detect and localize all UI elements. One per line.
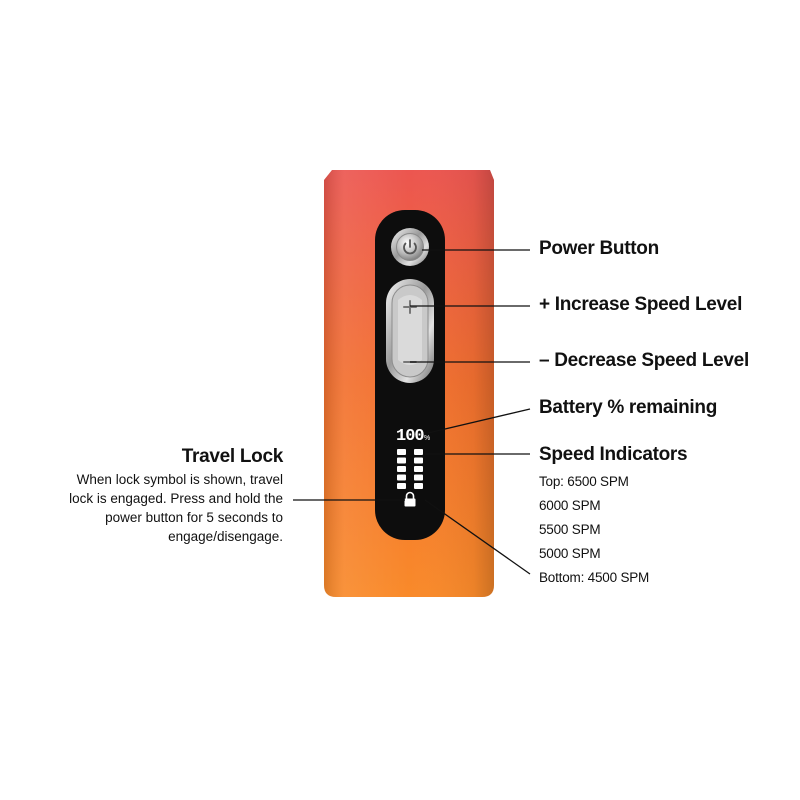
speed-level-label: 6000 SPM	[539, 498, 601, 513]
speed-level-bar	[397, 483, 406, 489]
battery-readout: 100	[396, 427, 424, 446]
battery-unit: %	[424, 435, 430, 442]
speed-level-label: 5000 SPM	[539, 546, 601, 561]
speed-rocker[interactable]	[386, 279, 434, 383]
callout-speed-indicators-title: Speed Indicators	[539, 444, 688, 465]
leader-lines	[293, 249, 531, 575]
power-button[interactable]	[391, 228, 429, 266]
speed-level-bar	[414, 474, 423, 481]
leader-speed-diag	[424, 499, 531, 575]
travel-lock-line: lock is engaged. Press and hold the	[69, 491, 283, 506]
speed-level-bar	[414, 483, 423, 489]
speed-level-bar	[397, 466, 406, 472]
speed-level-bar	[414, 466, 423, 472]
speed-level-label: 5500 SPM	[539, 522, 601, 537]
speed-level-label: Top: 6500 SPM	[539, 474, 629, 489]
plus-icon	[403, 300, 417, 314]
leader-battery	[427, 408, 531, 434]
callout-travel-lock-title: Travel Lock	[181, 446, 284, 467]
power-icon	[403, 239, 417, 255]
speed-level-bar	[414, 449, 423, 455]
travel-lock-line: power button for 5 seconds to	[105, 510, 283, 525]
callout-decrease-speed: – Decrease Speed Level	[539, 350, 749, 371]
callout-battery: Battery % remaining	[539, 397, 718, 418]
speed-level-bar	[414, 457, 423, 464]
callout-power-button: Power Button	[539, 238, 659, 259]
speed-level-label: Bottom: 4500 SPM	[539, 570, 650, 585]
speed-level-bar	[397, 457, 406, 464]
travel-lock-line: engage/disengage.	[168, 529, 283, 544]
padlock-icon	[404, 491, 416, 507]
speed-level-bar	[397, 474, 406, 481]
travel-lock-line: When lock symbol is shown, travel	[76, 472, 283, 487]
travel-lock-description: When lock symbol is shown, travel lock i…	[69, 470, 283, 546]
speed-level-bars	[397, 449, 423, 489]
callout-increase-speed: + Increase Speed Level	[539, 294, 743, 315]
speed-level-bar	[397, 449, 406, 455]
